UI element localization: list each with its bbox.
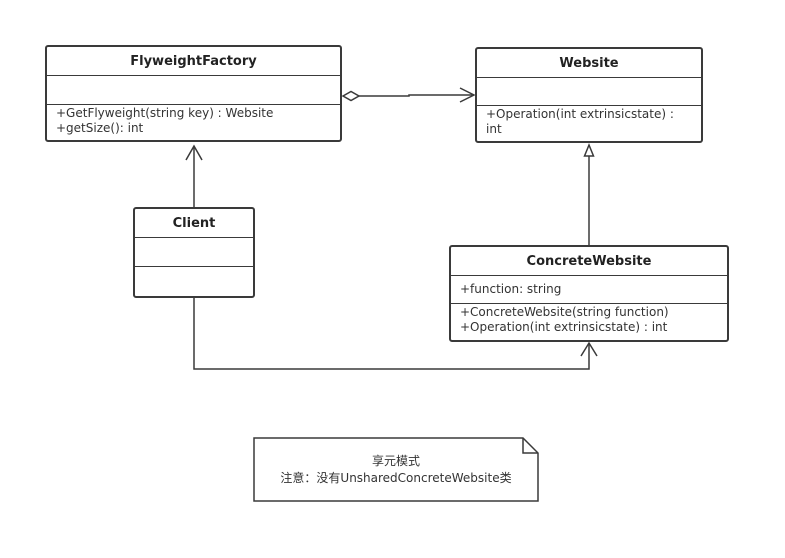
class-name: FlyweightFactory [130, 53, 257, 69]
operations-compartment: +Operation(int extrinsicstate) : int [477, 105, 701, 141]
open-arrowhead-icon [459, 87, 476, 103]
note-shape [253, 437, 539, 502]
operation: int [486, 122, 502, 136]
operation: +getSize(): int [56, 121, 144, 135]
open-arrowhead-icon [580, 341, 598, 357]
association-client-factory [185, 144, 203, 207]
attribute: +function: string [460, 282, 562, 296]
aggregation-diamond-icon [341, 90, 361, 102]
attributes-compartment [135, 237, 253, 266]
operation: +Operation(int extrinsicstate) : [486, 107, 674, 121]
association-line [193, 297, 590, 370]
attributes-compartment: +function: string [451, 275, 727, 303]
note-outline [253, 437, 539, 502]
class-website[interactable]: Website +Operation(int extrinsicstate) :… [475, 47, 703, 143]
class-concrete-website[interactable]: ConcreteWebsite +function: string +Concr… [449, 245, 729, 342]
attributes-compartment [47, 75, 340, 104]
generalization-concrete-website [583, 143, 595, 245]
note-folded-corner-icon [522, 438, 538, 454]
aggregation-factory-website [341, 87, 476, 103]
operation: +Operation(int extrinsicstate) : int [460, 320, 668, 334]
association-client-concrete-website [193, 297, 598, 370]
class-name: ConcreteWebsite [526, 253, 652, 269]
operations-compartment: +GetFlyweight(string key) : Website +get… [47, 104, 340, 140]
hollow-triangle-arrowhead-icon [583, 143, 595, 157]
class-name: Website [559, 55, 619, 71]
operation: +ConcreteWebsite(string function) [460, 305, 669, 319]
operations-compartment: +ConcreteWebsite(string function) +Opera… [451, 303, 727, 340]
note-text: 注意：没有UnsharedConcreteWebsite类 [280, 470, 512, 485]
operations-compartment [135, 266, 253, 296]
operation: +GetFlyweight(string key) : Website [56, 106, 274, 120]
class-client[interactable]: Client [133, 207, 255, 298]
note-title: 享元模式 [371, 453, 420, 468]
note[interactable]: 享元模式 注意：没有UnsharedConcreteWebsite类 [253, 437, 539, 502]
open-arrowhead-icon [185, 144, 203, 161]
attributes-compartment [477, 77, 701, 105]
aggregation-line [359, 94, 474, 97]
class-name: Client [172, 215, 216, 231]
class-flyweight-factory[interactable]: FlyweightFactory +GetFlyweight(string ke… [45, 45, 342, 142]
